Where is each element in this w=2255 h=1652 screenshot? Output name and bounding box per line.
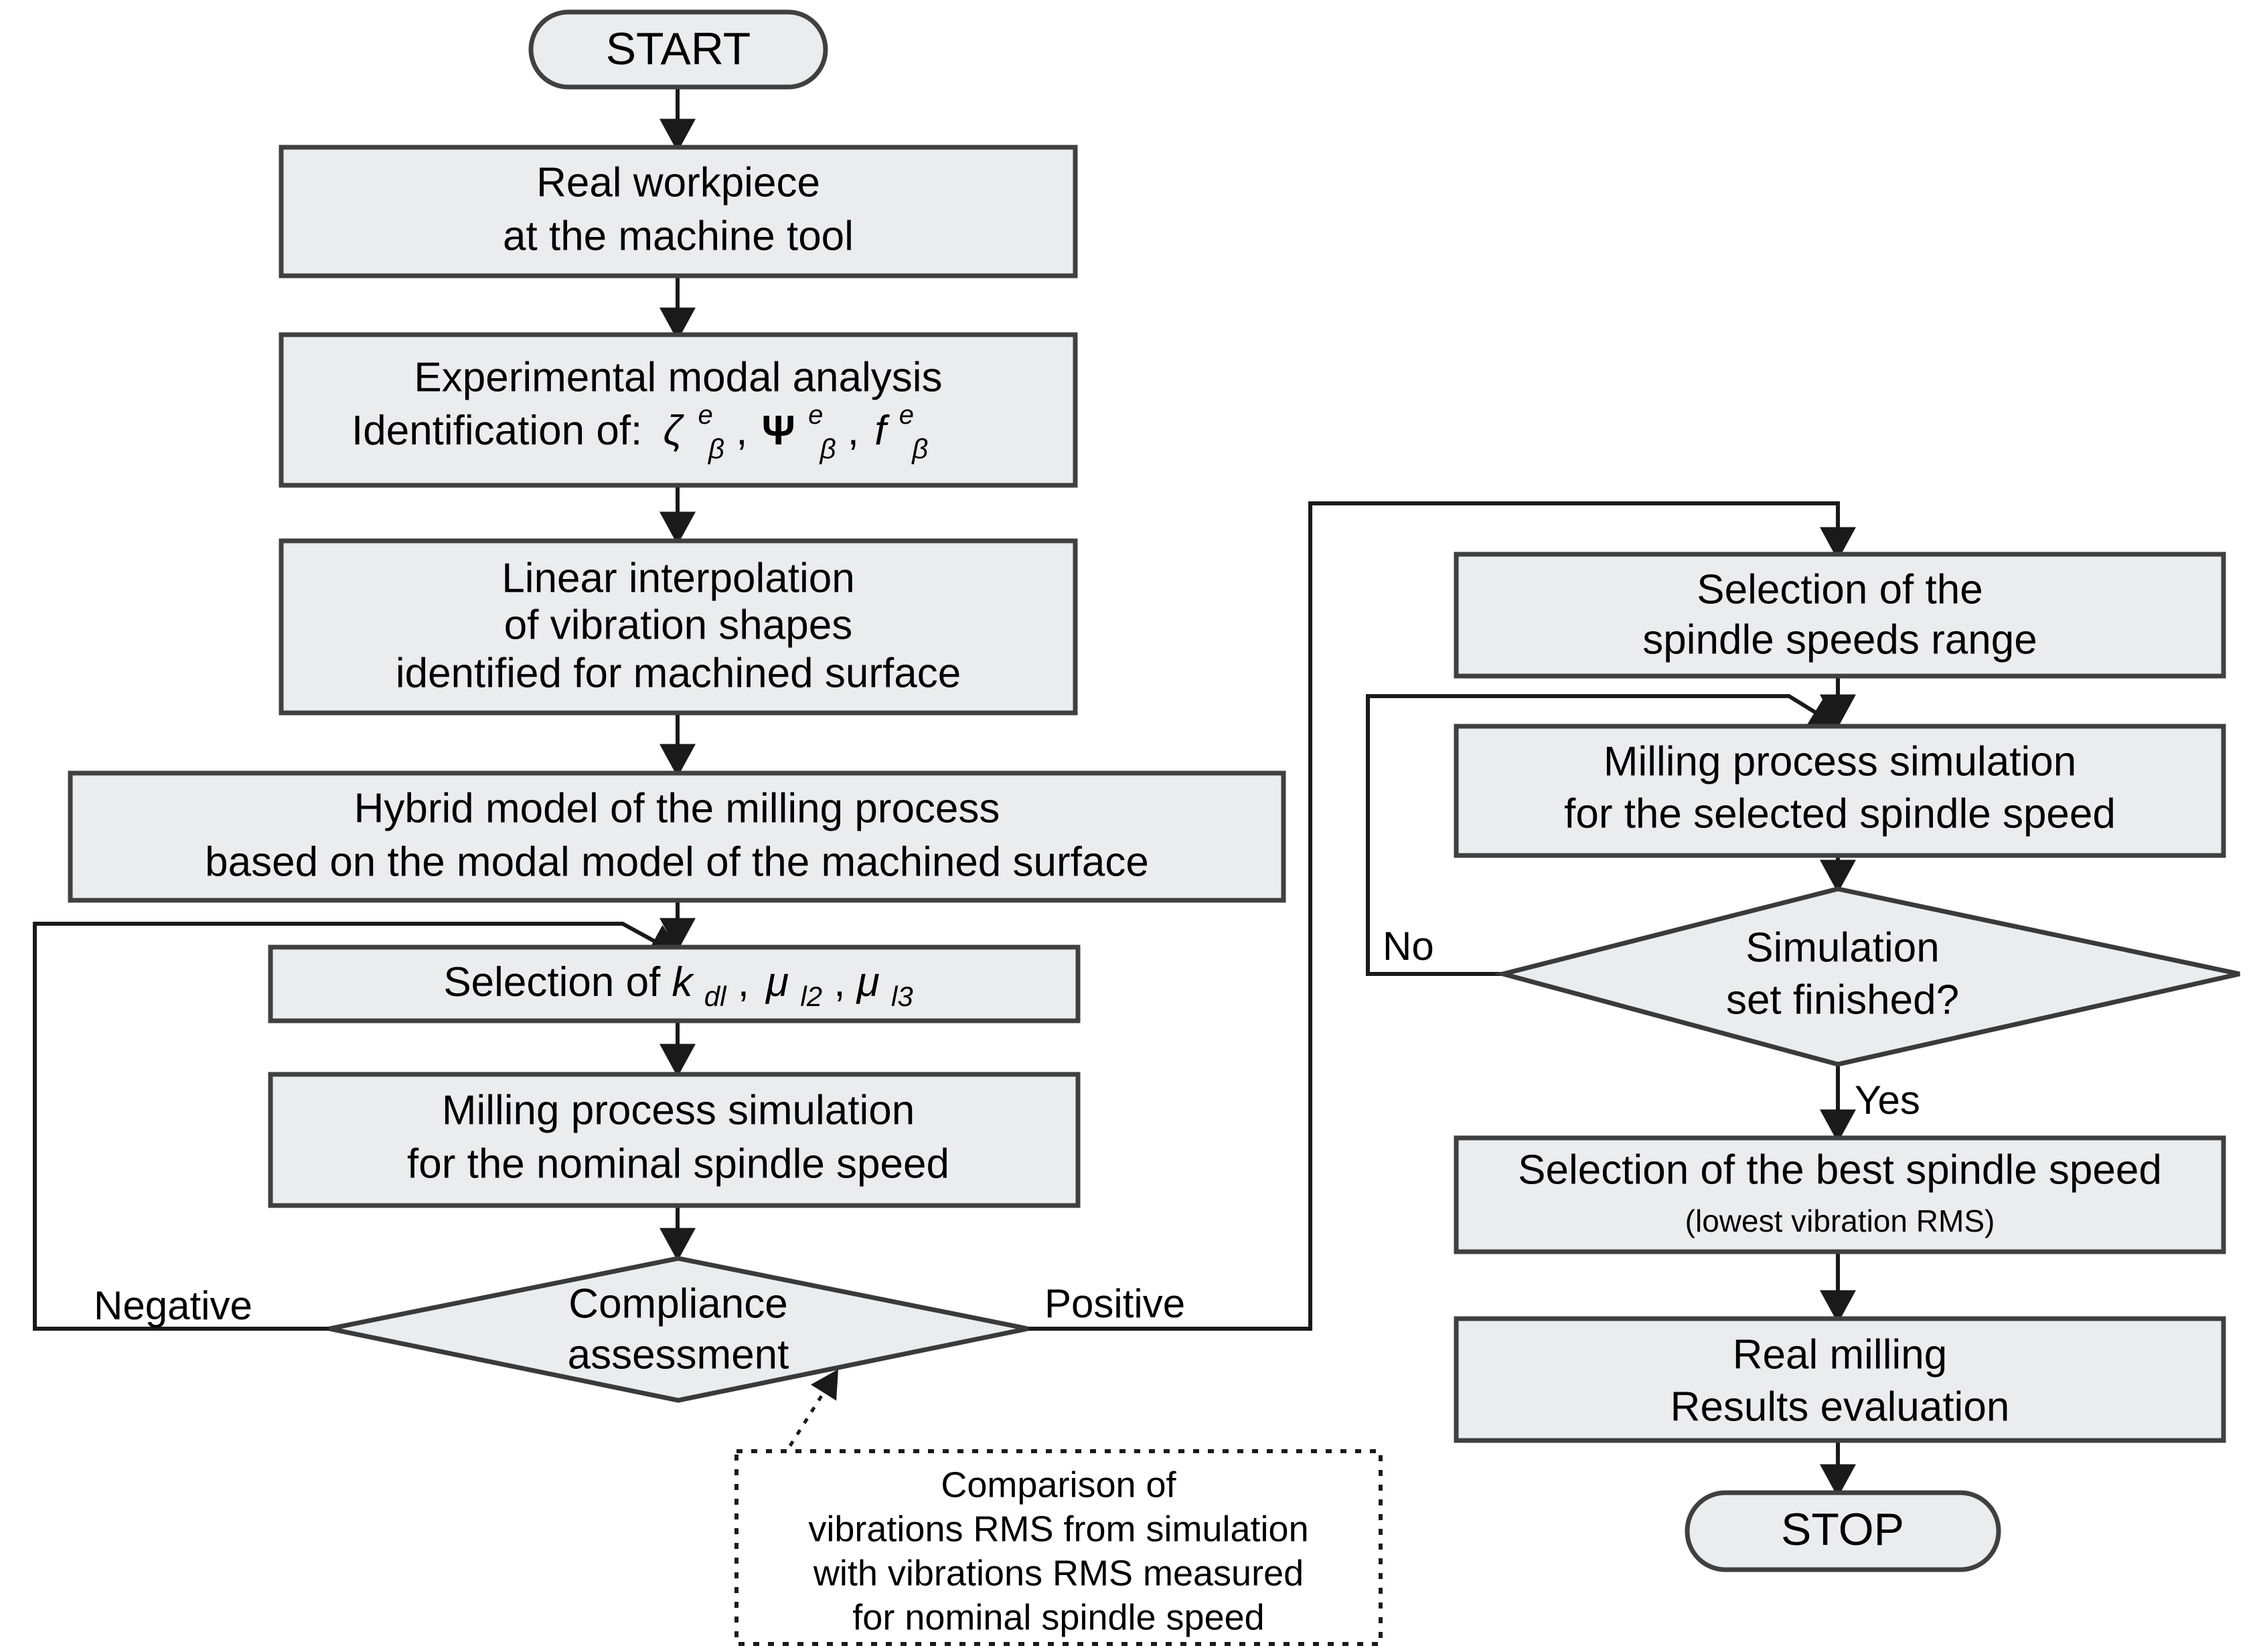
var-k: k: [672, 959, 695, 1005]
edge-no-loop: [1366, 694, 1843, 976]
compliance-line1: Compliance: [568, 1281, 787, 1327]
real-milling-line2: Results evaluation: [1670, 1384, 2010, 1430]
node-best-speed[interactable]: Selection of the best spindle speed (low…: [1454, 1135, 2226, 1254]
node-real-workpiece[interactable]: Real workpiece at the machine tool: [279, 145, 1078, 278]
node-hybrid-model[interactable]: Hybrid model of the milling process base…: [68, 770, 1286, 903]
stop-label: STOP: [1781, 1504, 1904, 1555]
var-k-sub: dl: [704, 981, 727, 1012]
comma-2: ,: [848, 408, 859, 454]
annotation-leader: [788, 1369, 838, 1447]
comma-4: ,: [834, 959, 845, 1005]
annotation-line4: for nominal spindle speed: [852, 1597, 1264, 1637]
symbol-f-sup: e: [899, 400, 914, 430]
start-label: START: [606, 23, 751, 74]
connectors: [33, 87, 1856, 1497]
edge-label-positive: Positive: [1044, 1281, 1185, 1326]
edge-label-negative: Negative: [94, 1283, 252, 1328]
milling-nominal-line1: Milling process simulation: [442, 1087, 915, 1133]
comma-3: ,: [738, 959, 749, 1005]
symbol-psi-sup: e: [808, 400, 823, 430]
var-mu2-sub: l2: [800, 981, 822, 1012]
node-compliance-decision[interactable]: Compliance assessment: [329, 1256, 1028, 1403]
node-selection-params[interactable]: Selection of k dl , μ l2 , μ l3: [268, 944, 1081, 1023]
annotation-line2: vibrations RMS from simulation: [808, 1509, 1308, 1549]
sim-finished-line1: Simulation: [1745, 924, 1939, 971]
var-mu3-sub: l3: [891, 981, 913, 1012]
node-annotation-note: Comparison of vibrations RMS from simula…: [734, 1449, 1383, 1646]
best-speed-line2: (lowest vibration RMS): [1685, 1204, 1995, 1238]
node-milling-nominal[interactable]: Milling process simulation for the nomin…: [268, 1072, 1081, 1208]
speed-range-line1: Selection of the: [1697, 566, 1982, 612]
node-stop[interactable]: STOP: [1685, 1490, 2001, 1572]
annotation-line1: Comparison of: [941, 1465, 1176, 1505]
node-simulation-decision[interactable]: Simulation set finished?: [1494, 886, 2240, 1067]
node-speed-range[interactable]: Selection of the spindle speeds range: [1454, 552, 2226, 679]
symbol-psi-sub: β: [819, 433, 836, 465]
annotation-line3: with vibrations RMS measured: [813, 1553, 1304, 1593]
real-workpiece-line1: Real workpiece: [536, 159, 820, 205]
modal-analysis-identification: Identification of: ζ e β , Ψ e β , f e β: [352, 390, 928, 471]
interpolation-line1: Linear interpolation: [501, 555, 854, 601]
identification-prefix: Identification of:: [352, 408, 642, 454]
milling-selected-line1: Milling process simulation: [1604, 738, 2076, 784]
comma-1: ,: [736, 408, 747, 454]
edge-negative-loop: [33, 922, 683, 1331]
modal-analysis-line1: Experimental modal analysis: [414, 354, 942, 400]
symbol-zeta: ζ: [664, 408, 685, 454]
symbol-zeta-sub: β: [707, 433, 724, 465]
speed-range-line2: spindle speeds range: [1642, 616, 2037, 663]
interpolation-line3: identified for machined surface: [396, 650, 961, 696]
best-speed-line1: Selection of the best spindle speed: [1518, 1147, 2162, 1193]
node-start[interactable]: START: [528, 9, 828, 90]
milling-nominal-line2: for the nominal spindle speed: [407, 1141, 949, 1187]
real-workpiece-line2: at the machine tool: [503, 213, 854, 259]
node-modal-analysis[interactable]: Experimental modal analysis Identificati…: [279, 332, 1078, 488]
var-mu2: μ: [765, 959, 789, 1005]
selection-params-text: Selection of k dl , μ l2 , μ l3: [443, 959, 913, 1019]
var-mu3: μ: [856, 959, 880, 1005]
real-milling-line1: Real milling: [1733, 1331, 1947, 1378]
edge-positive-to-speed-range: [1028, 501, 1856, 1331]
compliance-line2: assessment: [568, 1331, 789, 1378]
sim-finished-line2: set finished?: [1726, 977, 1959, 1023]
symbol-f: f: [874, 408, 890, 454]
edge-label-yes: Yes: [1855, 1078, 1920, 1123]
symbol-psi: Ψ: [762, 408, 795, 454]
edge-label-no: No: [1383, 924, 1434, 969]
node-real-milling[interactable]: Real milling Results evaluation: [1454, 1316, 2226, 1443]
selection-prefix: Selection of: [443, 959, 672, 1005]
milling-selected-line2: for the selected spindle speed: [1564, 791, 2116, 837]
interpolation-line2: of vibration shapes: [504, 602, 852, 648]
node-milling-selected[interactable]: Milling process simulation for the selec…: [1454, 724, 2226, 858]
symbol-f-sub: β: [911, 433, 928, 465]
hybrid-model-line1: Hybrid model of the milling process: [354, 785, 1000, 831]
node-interpolation[interactable]: Linear interpolation of vibration shapes…: [279, 538, 1078, 716]
symbol-zeta-sup: e: [698, 400, 712, 430]
hybrid-model-line2: based on the modal model of the machined…: [205, 839, 1149, 885]
